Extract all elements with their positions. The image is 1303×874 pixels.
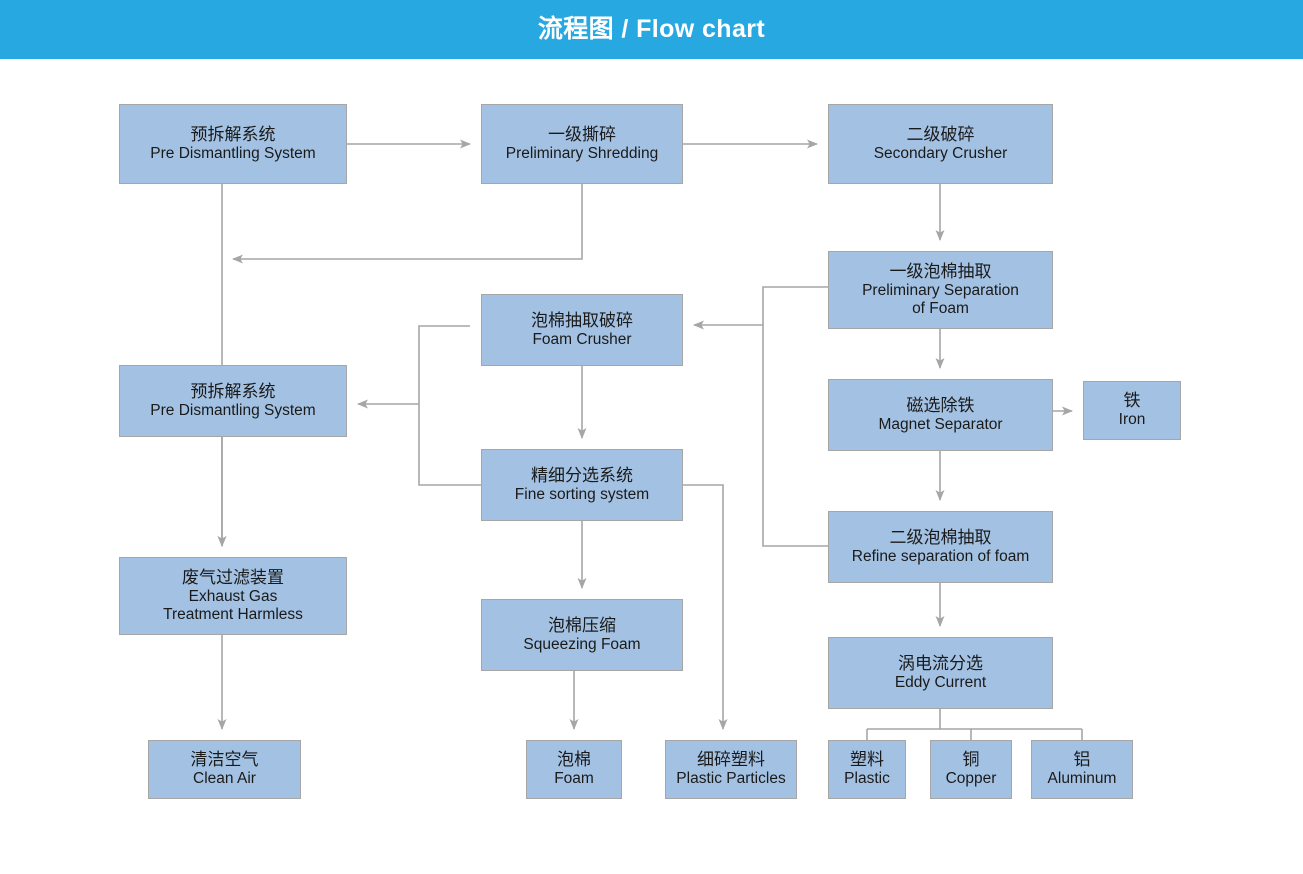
node-label-en-line: of Foam [912,300,969,318]
node-label-en: Fine sorting system [515,486,649,504]
node-label-en: Pre Dismantling System [150,402,315,420]
node-label-en: Copper [946,770,997,788]
node-label-cn: 涡电流分选 [898,653,983,673]
edge-preliminary-shredding-to-left-trunk [232,184,583,264]
node-label-en: Foam Crusher [532,331,631,349]
node-label-en: Squeezing Foam [523,636,640,654]
node-label-en: Secondary Crusher [874,145,1008,163]
node-label-cn: 铜 [962,750,980,770]
node-label-en: Magnet Separator [878,416,1002,434]
node-label-en: Preliminary Shredding [506,145,659,163]
node-label-en-line: Foam Crusher [532,330,632,348]
node-label-cn: 泡棉抽取破碎 [531,310,633,330]
node-label-cn: 一级泡棉抽取 [889,261,992,281]
node-label-en: Plastic Particles [676,770,785,788]
node-label-en-line: Pre Dismantling System [150,144,316,162]
node-label-cn: 泡棉压缩 [548,615,616,635]
header-bar: 流程图 / Flow chart [0,0,1303,59]
node-label-en-line: Plastic [844,770,890,788]
node-label-en-line: Fine sorting system [514,485,650,503]
node-label-cn: 磁选除铁 [906,395,975,415]
node-label-en: Aluminum [1048,770,1117,788]
node-label-en-line: Clean Air [193,770,256,788]
node-label-cn: 铁 [1123,391,1141,411]
node-label-en: Foam [554,770,594,788]
node-label-en: Iron [1119,411,1146,429]
node-label-en: Eddy Current [895,674,986,692]
node-label-en-line: Exhaust Gas [188,587,278,605]
node-label-en: Refine separation of foam [852,548,1030,566]
node-label-en-line: Treatment Harmless [163,606,303,624]
edge-fine-sorting-to-foam-crusher-left [418,325,481,486]
node-label-cn: 二级破碎 [906,124,975,144]
node-label-cn: 细碎塑料 [697,750,765,770]
node-label-cn: 清洁空气 [190,750,259,770]
node-label-en-line: Iron [1118,411,1146,429]
node-label-cn: 废气过滤装置 [182,567,284,587]
page-title: 流程图 / Flow chart [537,15,766,43]
node-label-en-line: Squeezing Foam [523,635,641,653]
node-label-en: Plastic [844,770,890,788]
node-label-en-line: Copper [945,770,997,788]
node-label-en: Pre Dismantling System [150,145,315,163]
node-label-en-line: Foam [554,770,594,788]
node-label-en-line: Preliminary Shredding [505,144,659,162]
edge-fine-sorting-to-plastic-particles [683,484,728,730]
edge-foam-separation-return-trunk [762,286,828,547]
node-label-en-line: Magnet Separator [878,415,1003,433]
node-label-en-line: Plastic Particles [676,770,786,788]
node-label-cn: 塑料 [850,750,884,770]
node-label-cn: 铝 [1073,750,1091,770]
node-label-en: Clean Air [193,770,256,788]
node-label-cn: 二级泡棉抽取 [889,527,992,547]
node-label-en-line: Aluminum [1047,770,1117,788]
node-label-cn: 预拆解系统 [190,124,276,144]
node-label-cn: 一级撕碎 [548,124,616,144]
node-label-en-line: Preliminary Separation [862,281,1019,299]
node-label-en-line: Eddy Current [894,673,987,691]
node-label-cn: 预拆解系统 [190,381,276,401]
node-label-cn: 精细分选系统 [531,465,633,485]
node-label-en-line: Refine separation of foam [851,547,1030,565]
node-label-cn: 泡棉 [557,750,591,770]
node-label-en-line: Secondary Crusher [873,144,1008,162]
node-label-en-line: Pre Dismantling System [150,401,316,419]
